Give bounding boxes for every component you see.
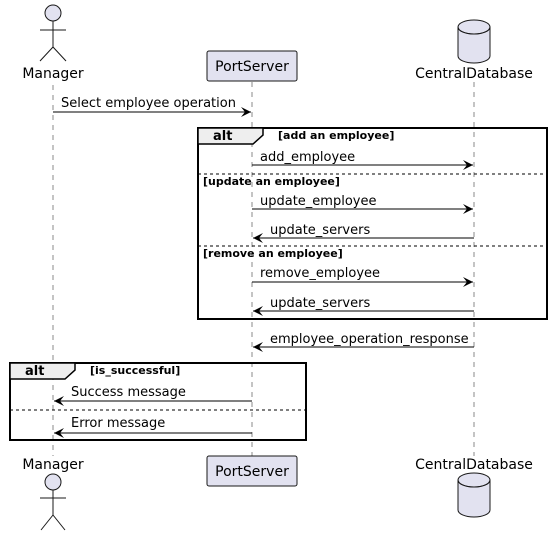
actor-head [44, 473, 62, 491]
message-label-success: Success message [71, 385, 186, 400]
alt-fragment-result: alt [is_successful] [9, 362, 307, 441]
message-label-select-operation: Select employee operation [61, 96, 236, 111]
message-label-add-employee: add_employee [260, 150, 355, 165]
manager-actor-top: Manager [22, 4, 84, 82]
actor-head [44, 4, 62, 22]
alt-tab [9, 362, 76, 380]
manager-actor-bottom: Manager [22, 457, 84, 531]
alt-condition-remove: [remove an employee] [203, 247, 343, 260]
message-label-remove-employee: remove_employee [260, 266, 380, 281]
participant-label-manager: Manager [22, 66, 84, 82]
alt-tab [197, 127, 264, 145]
participant-label-centraldatabase: CentralDatabase [415, 66, 533, 82]
centraldatabase-cylinder-bottom: CentralDatabase [415, 457, 533, 518]
message-label-update-employee: update_employee [260, 194, 376, 209]
alt-condition-update: [update an employee] [203, 175, 340, 188]
centraldatabase-cylinder-top: CentralDatabase [415, 19, 533, 82]
portserver-box-bottom: PortServer [206, 455, 298, 487]
message-label-update-servers: update_servers [270, 223, 370, 238]
participant-label-portserver: PortServer [215, 464, 289, 480]
alt-condition-successful: [is_successful] [90, 364, 180, 377]
alt-fragment-operation: alt [add an employee] [update an employe… [197, 127, 548, 320]
participant-label-manager: Manager [22, 457, 84, 473]
participant-label-portserver: PortServer [215, 59, 289, 75]
alt-keyword: alt [25, 364, 44, 379]
alt-keyword: alt [213, 129, 232, 144]
portserver-box-top: PortServer [206, 50, 298, 82]
participant-label-centraldatabase: CentralDatabase [415, 457, 533, 473]
message-label-update-servers: update_servers [270, 296, 370, 311]
alt-condition-add: [add an employee] [278, 129, 394, 142]
message-label-operation-response: employee_operation_response [270, 332, 469, 347]
message-label-error: Error message [71, 416, 165, 431]
